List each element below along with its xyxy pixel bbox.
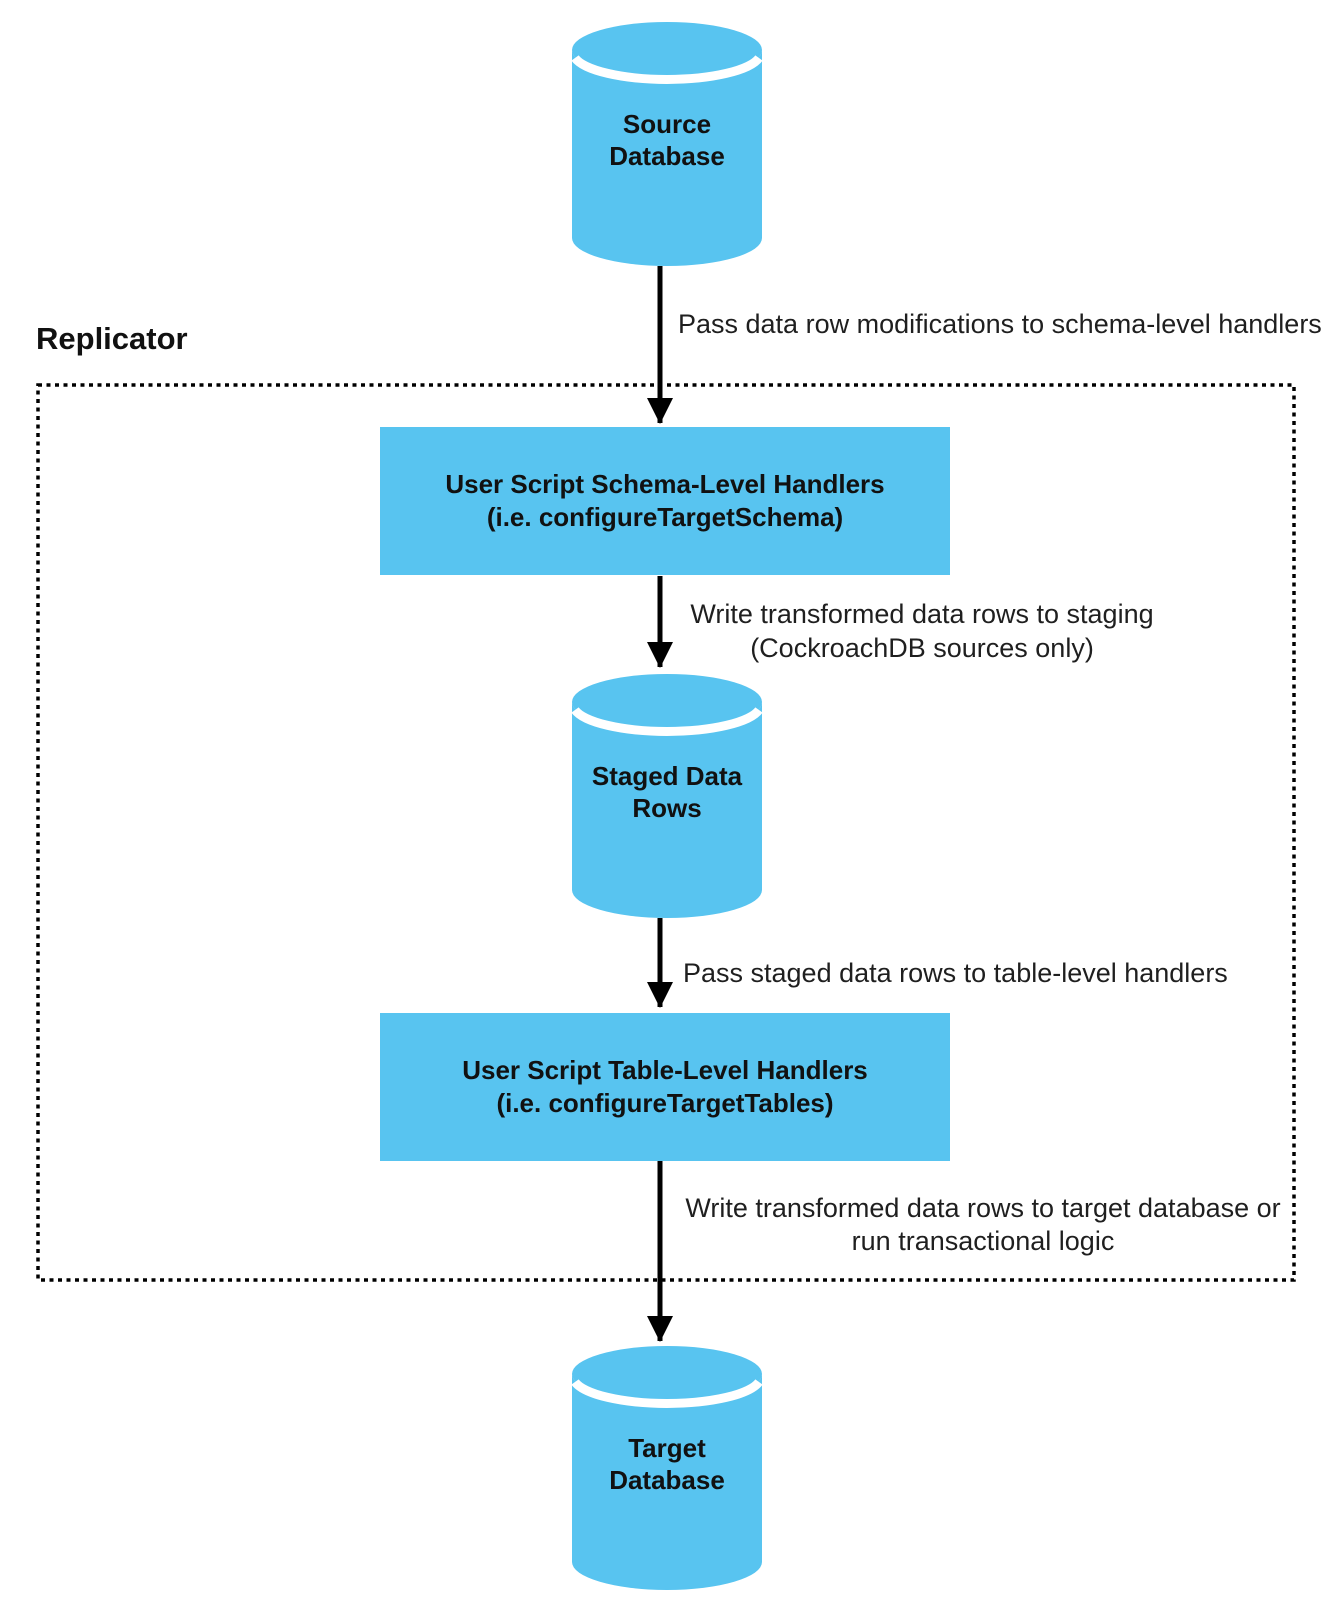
source-database-label-line1: Source xyxy=(622,109,712,139)
staged-data-rows-label: Staged Data Rows xyxy=(572,672,762,918)
staged-data-rows-label-line2: Rows xyxy=(632,793,702,823)
source-database-label: Source Database xyxy=(572,20,762,266)
table-handlers-label-line2: (i.e. configureTargetTables) xyxy=(496,1088,834,1118)
table-handlers-label-line1: User Script Table-Level Handlers xyxy=(462,1055,868,1085)
schema-handlers-box: User Script Schema-Level Handlers (i.e. … xyxy=(380,427,950,575)
replicator-label: Replicator xyxy=(36,321,188,356)
edge-label-table-to-target-line1: Write transformed data rows to target da… xyxy=(685,1193,1281,1223)
edge-label-schema-to-staged: Write transformed data rows to staging (… xyxy=(672,597,1172,665)
edge-label-table-to-target: Write transformed data rows to target da… xyxy=(678,1192,1288,1258)
replicator-boundary xyxy=(36,383,1296,1282)
source-database-label-line2: Database xyxy=(609,141,725,171)
edge-label-staged-to-table: Pass staged data rows to table-level han… xyxy=(683,958,1228,988)
edge-label-source-to-schema: Pass data row modifications to schema-le… xyxy=(678,309,1322,339)
schema-handlers-label-line1: User Script Schema-Level Handlers xyxy=(445,469,885,499)
table-handlers-box: User Script Table-Level Handlers (i.e. c… xyxy=(380,1013,950,1161)
staged-data-rows-label-line1: Staged Data xyxy=(591,761,743,791)
edge-label-table-to-target-line2: run transactional logic xyxy=(851,1226,1115,1256)
edge-label-schema-to-staged-line2: (CockroachDB sources only) xyxy=(750,633,1094,663)
schema-handlers-label-line2: (i.e. configureTargetSchema) xyxy=(486,502,844,532)
target-database-label-line2: Database xyxy=(609,1465,725,1495)
target-database-label-line1: Target xyxy=(628,1433,706,1463)
edge-label-schema-to-staged-line1: Write transformed data rows to staging xyxy=(690,599,1154,629)
target-database-label: Target Database xyxy=(572,1344,762,1590)
